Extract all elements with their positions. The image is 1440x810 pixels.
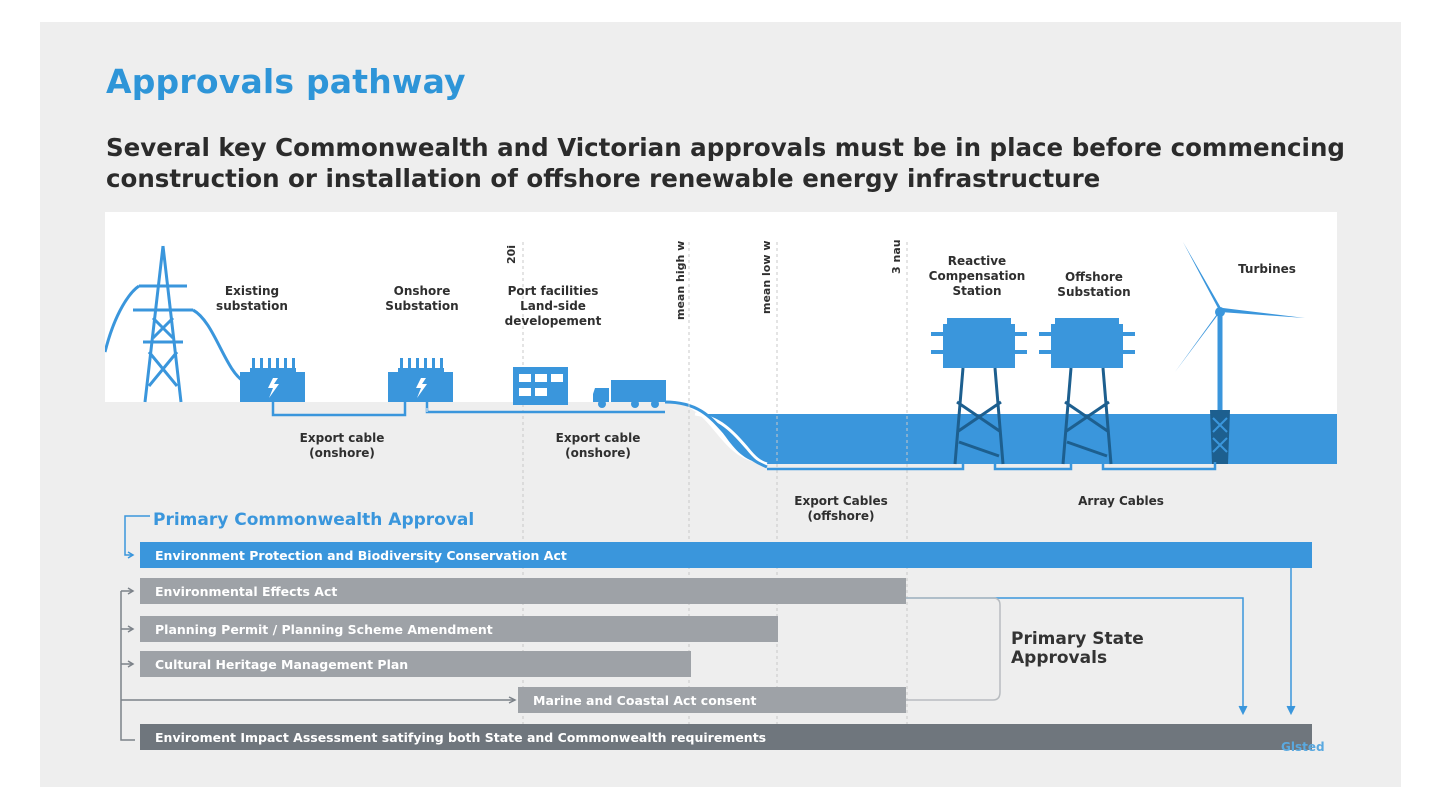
truck-icon — [593, 380, 666, 408]
label-export-cables-offshore: Export Cables (offshore) — [794, 494, 888, 523]
page-title: Approvals pathway — [106, 62, 466, 101]
marker-label-4: 3 nau — [890, 239, 903, 274]
page-subtitle: Several key Commonwealth and Victorian a… — [106, 133, 1345, 193]
bar-epbc-act: Environment Protection and Biodiversity … — [140, 542, 1312, 568]
watermark: Glsted — [1281, 740, 1325, 752]
label-turbines: Turbines — [1238, 262, 1296, 276]
label-array-cables: Array Cables — [1078, 494, 1164, 508]
bar-marine-coastal-act: Marine and Coastal Act consent — [518, 687, 906, 713]
substation-icon — [240, 358, 305, 402]
marker-label-1: 20i — [505, 244, 518, 264]
label-export-cable-onshore-2: Export cable (onshore) — [555, 431, 641, 460]
substation-icon — [388, 358, 453, 402]
bar-planning-permit: Planning Permit / Planning Scheme Amendm… — [140, 616, 778, 642]
transmission-tower-icon — [105, 245, 246, 403]
state-approvals-heading: Primary State Approvals — [1011, 629, 1144, 668]
building-icon — [513, 367, 568, 405]
commonwealth-approval-heading: Primary Commonwealth Approval — [153, 510, 475, 530]
platform-icon — [1039, 318, 1135, 465]
label-port-facilities: Port facilities Land-side developement — [504, 284, 602, 328]
wind-turbine-icon — [1175, 242, 1305, 464]
platform-icon — [931, 318, 1027, 465]
approvals-diagram: Existing substation Onshore Substation P… — [105, 212, 1337, 752]
bar-environment-impact-assessment: Enviroment Impact Assessment satifying b… — [140, 724, 1312, 750]
label-existing-substation: Existing substation — [216, 284, 288, 313]
marker-label-2: mean high w — [674, 240, 687, 320]
bar-cultural-heritage: Cultural Heritage Management Plan — [140, 651, 691, 677]
label-reactive-station: Reactive Compensation Station — [928, 254, 1026, 298]
label-onshore-substation: Onshore Substation — [385, 284, 459, 313]
bar-environmental-effects-act: Environmental Effects Act — [140, 578, 906, 604]
marker-label-3: mean low w — [760, 240, 773, 315]
label-export-cable-onshore-1: Export cable (onshore) — [299, 431, 385, 460]
label-offshore-substation: Offshore Substation — [1057, 270, 1131, 299]
sea-shape — [695, 414, 1337, 464]
